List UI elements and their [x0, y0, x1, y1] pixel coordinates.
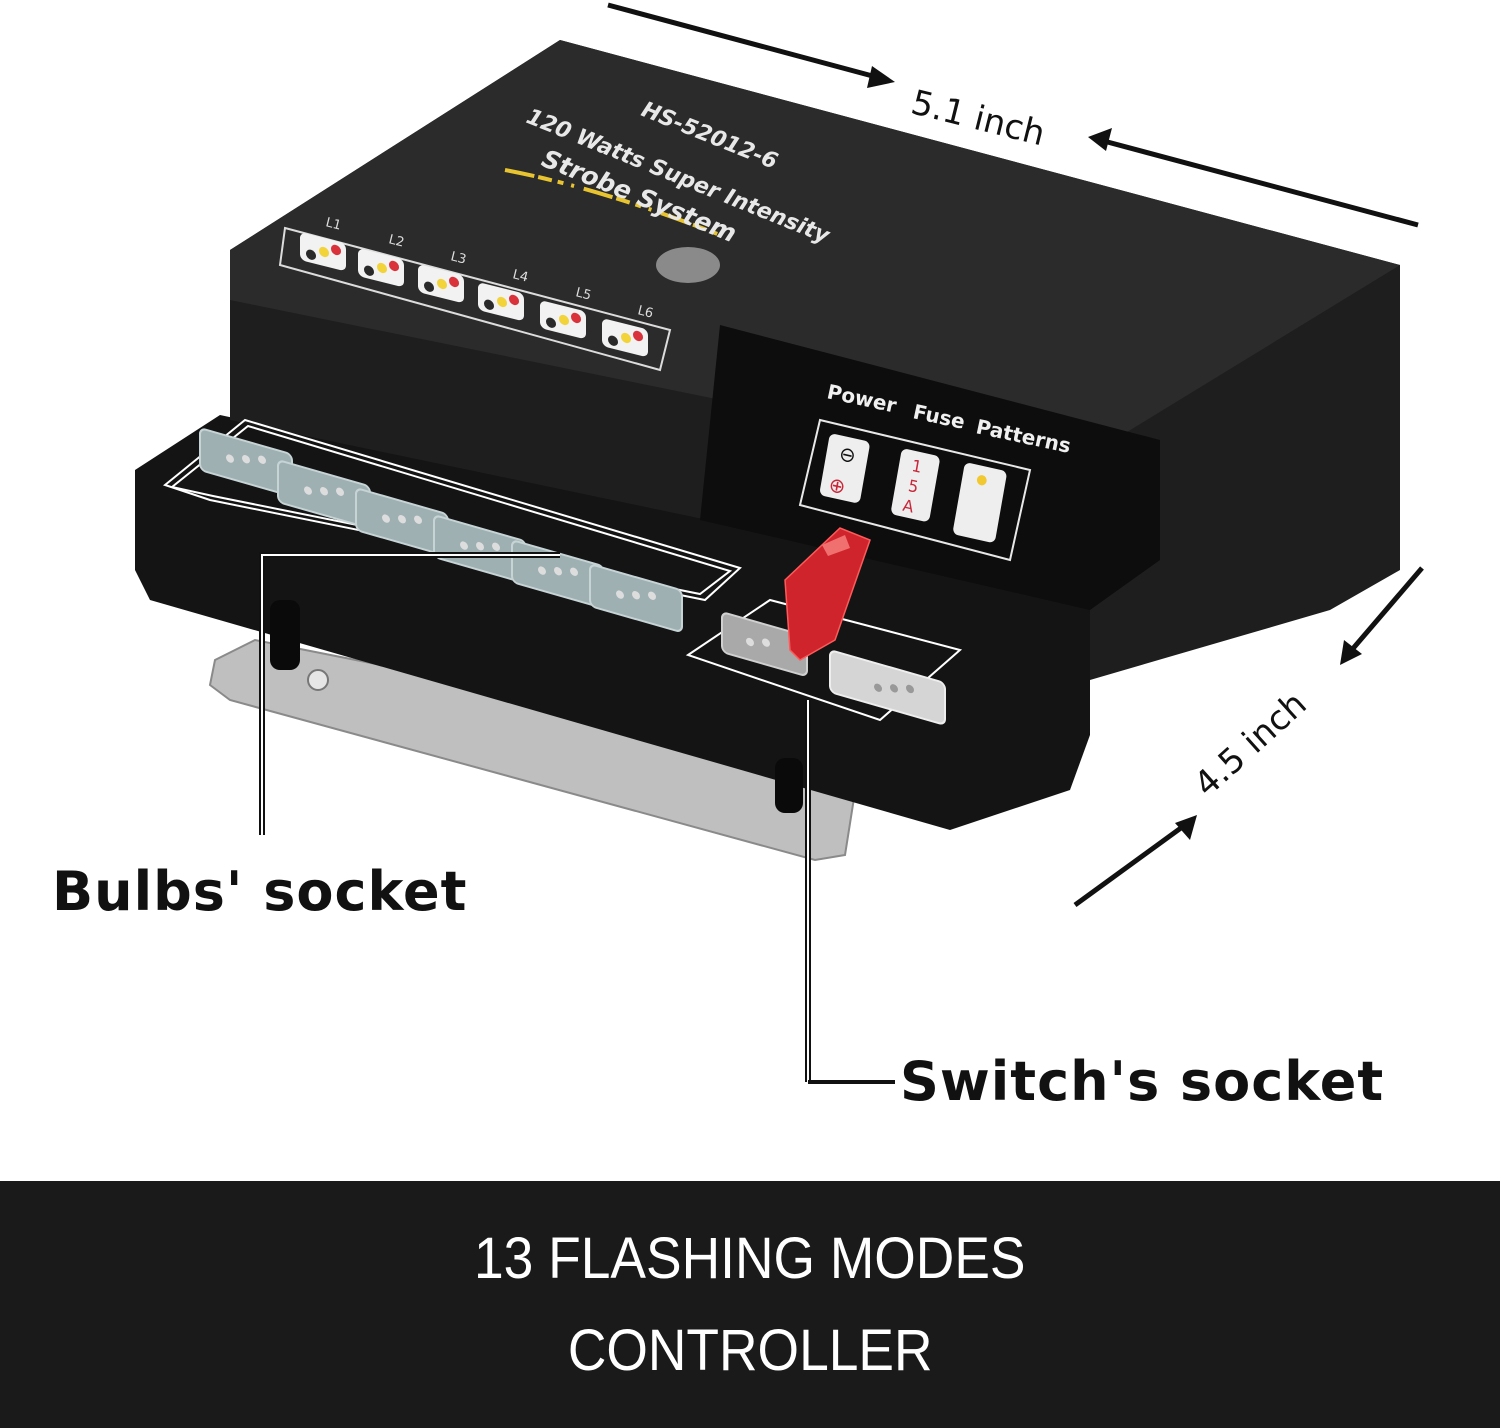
- negative-terminal-icon: ⊖: [837, 441, 857, 469]
- svg-text:L5: L5: [574, 285, 593, 303]
- bulb-socket: [589, 564, 683, 632]
- footer-title-line2: CONTROLLER: [567, 1317, 933, 1383]
- switch-socket: [829, 650, 946, 725]
- svg-text:L3: L3: [449, 249, 468, 267]
- fuse-indicator: 1 5 A: [891, 449, 940, 522]
- control-panel-outline: [798, 418, 1032, 562]
- power-indicator: ⊖ ⊕: [820, 434, 870, 503]
- standoff-post: [775, 758, 803, 813]
- channel-labels: L1 L2 L3 L4 L5 L6: [324, 215, 655, 321]
- svg-text:5: 5: [907, 476, 920, 497]
- callout-leaders: [259, 552, 895, 1084]
- strobe-streak-decoration: [504, 168, 721, 237]
- bulb-socket: [433, 515, 527, 583]
- bulb-sockets: [199, 428, 683, 632]
- mounting-plate: [208, 638, 862, 862]
- standoff-post: [270, 600, 300, 670]
- switch-socket-callout: Switch's socket: [900, 1050, 1385, 1113]
- bulb-sockets-outline: [162, 418, 742, 602]
- svg-text:L6: L6: [636, 303, 655, 321]
- positive-terminal-icon: ⊕: [827, 472, 847, 500]
- pattern-led-icon: [976, 475, 987, 486]
- mounting-hole-icon: [307, 669, 329, 691]
- channel-indicators: [300, 233, 648, 357]
- svg-text:1: 1: [910, 456, 923, 477]
- footer-title-line1: 13 FLASHING MODES: [474, 1225, 1026, 1291]
- pattern-button[interactable]: [656, 247, 720, 283]
- svg-text:L4: L4: [511, 267, 530, 285]
- svg-text:L2: L2: [387, 232, 406, 250]
- bulbs-socket-callout: Bulbs' socket: [52, 860, 468, 923]
- svg-text:L1: L1: [324, 215, 343, 233]
- dimension-arrows: [607, 2, 1424, 908]
- footer-banner: 13 FLASHING MODES CONTROLLER: [0, 1181, 1500, 1428]
- product-image-stage: L1 L2 L3 L4 L5 L6 HS-52012-6 120 Watts S…: [52, 2, 1424, 1113]
- blade-fuse: [784, 527, 871, 661]
- strobe-controller-illustration: L1 L2 L3 L4 L5 L6 HS-52012-6 120 Watts S…: [135, 2, 1424, 1084]
- svg-text:A: A: [901, 495, 915, 516]
- channel-strip-outline: [278, 226, 672, 372]
- patterns-indicator: [953, 463, 1007, 543]
- device-top-face: [230, 40, 1400, 470]
